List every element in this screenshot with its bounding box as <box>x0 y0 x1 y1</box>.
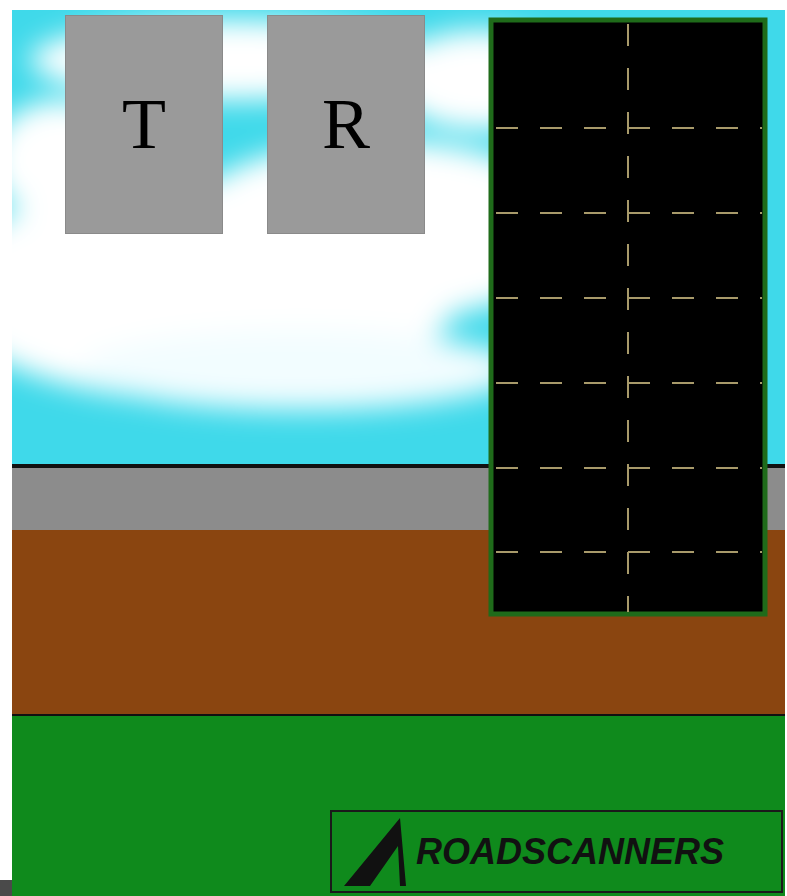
grid-lines <box>496 24 762 612</box>
company-logo: ROADSCANNERS <box>330 810 783 893</box>
layer-boundary <box>12 714 785 716</box>
logo-triangle <box>340 816 410 888</box>
transmitter-antenna: T <box>65 15 223 234</box>
radargram-panel <box>491 20 765 614</box>
subgrade-layer <box>12 716 785 896</box>
corner-strip <box>0 880 12 896</box>
receiver-antenna: R <box>267 15 425 234</box>
logo-text: ROADSCANNERS <box>416 831 724 873</box>
antenna-letter: R <box>268 16 424 160</box>
antenna-letter: T <box>66 16 222 160</box>
